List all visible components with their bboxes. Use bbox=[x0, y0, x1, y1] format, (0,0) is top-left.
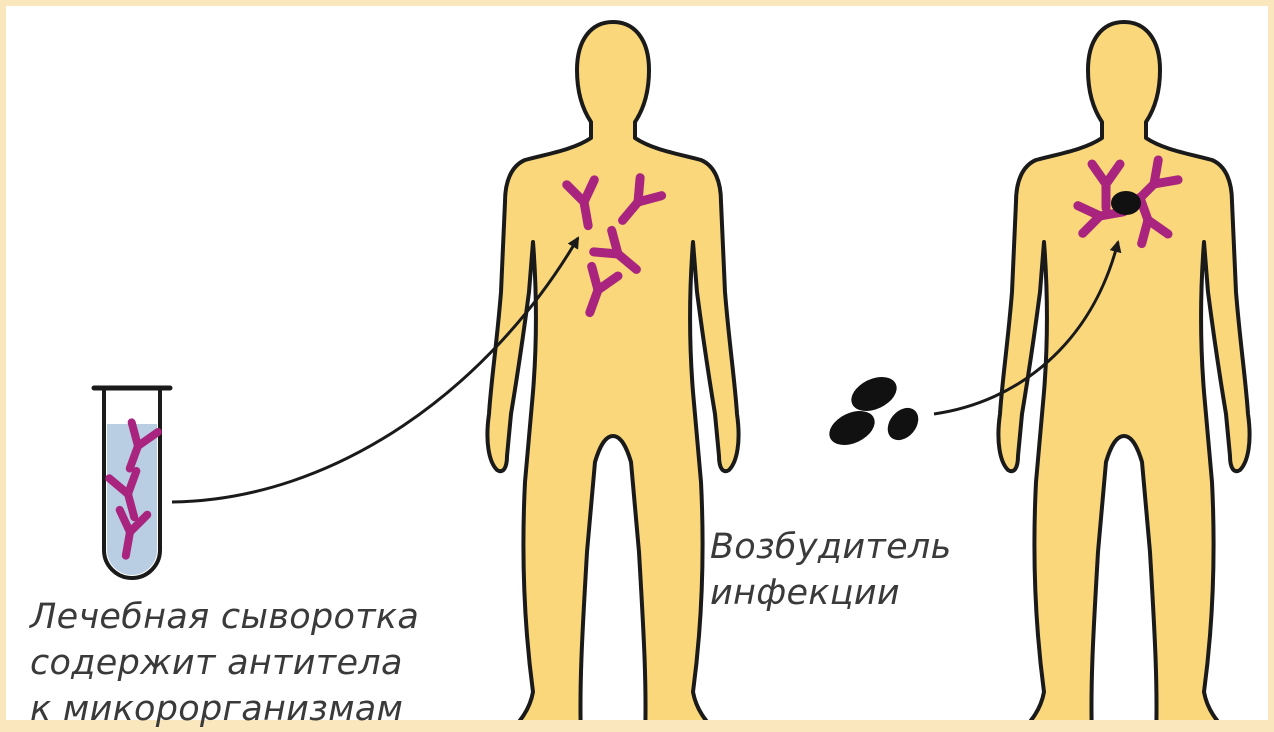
pathogen-caption-line: инфекции bbox=[710, 570, 952, 616]
bound-pathogen-icon bbox=[1111, 191, 1141, 215]
serum-caption: Лечебная сыворотка содержит антитела к м… bbox=[30, 594, 419, 732]
test-tube-icon bbox=[94, 388, 170, 578]
human-body-left-icon bbox=[487, 22, 738, 720]
pathogen-group bbox=[824, 370, 925, 451]
pathogen-caption-line: Возбудитель bbox=[710, 524, 952, 570]
serum-caption-line: содержит антитела bbox=[30, 640, 419, 686]
pathogen-icon bbox=[881, 402, 924, 446]
serum-caption-line: Лечебная сыворотка bbox=[30, 594, 419, 640]
pathogen-caption: Возбудитель инфекции bbox=[710, 524, 952, 616]
serum-caption-line: к микорорганизмам bbox=[30, 686, 419, 732]
diagram-canvas: Лечебная сыворотка содержит антитела к м… bbox=[6, 6, 1268, 720]
pathogen-icon bbox=[824, 404, 880, 451]
pathogen-icon bbox=[846, 370, 902, 417]
